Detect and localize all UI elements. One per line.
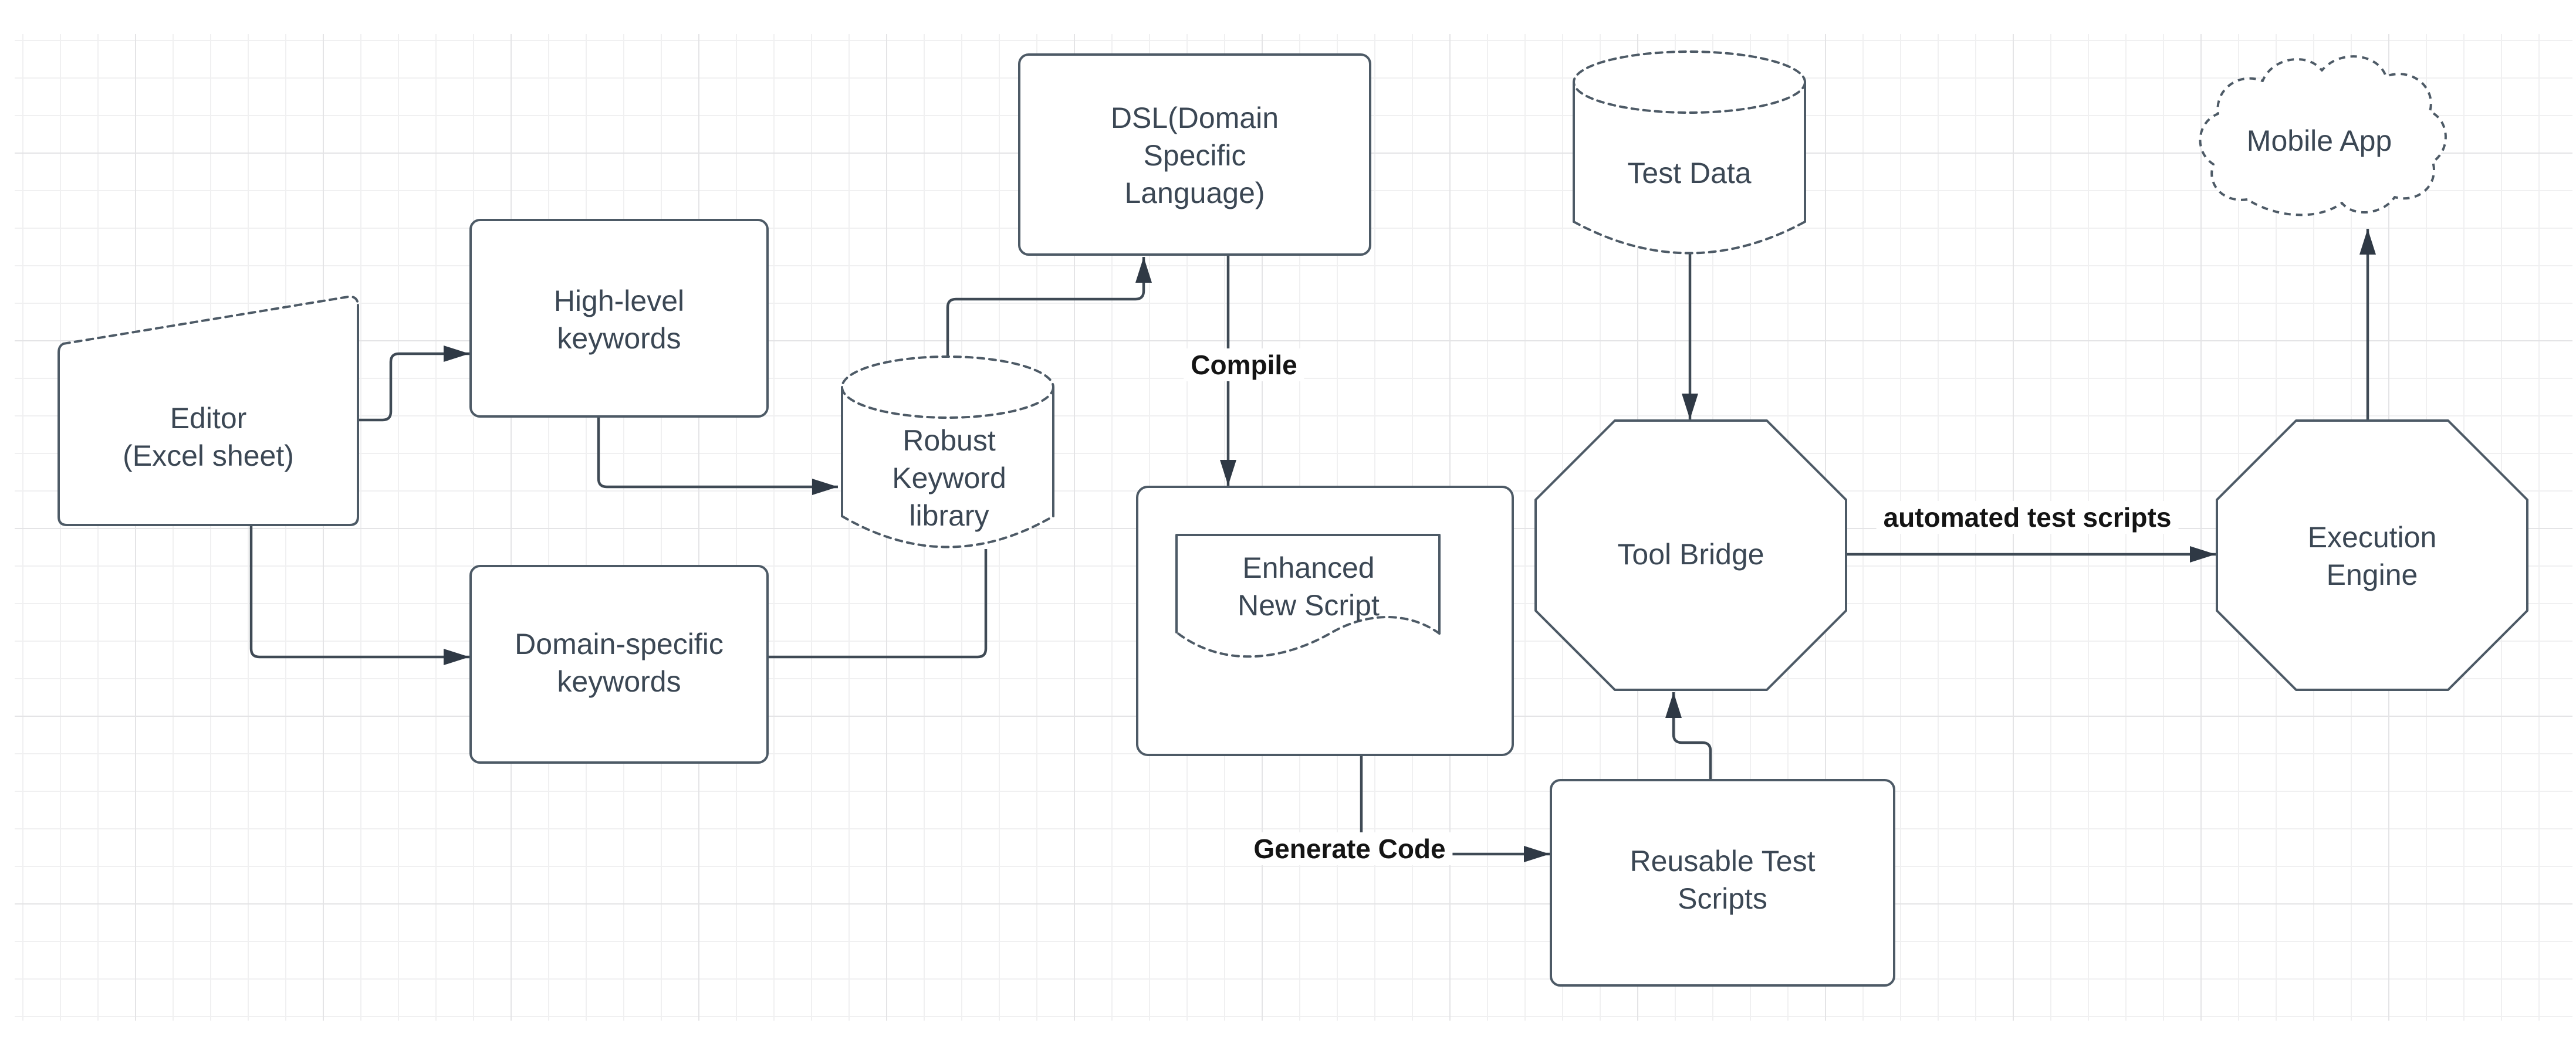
node-enhanced-new-script-label: Enhanced New Script [1238, 551, 1380, 622]
edge-reusable-to-tool-bridge[interactable] [1665, 692, 1712, 780]
edge-domain-specific-to-library[interactable] [768, 549, 988, 659]
edge-label-automated-test-scripts: automated test scripts [1876, 501, 2179, 534]
node-editor-shape[interactable] [58, 295, 359, 526]
node-mobile-app-label: Mobile App [2246, 124, 2392, 157]
node-high-level-keywords-shape[interactable] [469, 219, 769, 418]
node-domain-specific-keywords-shape[interactable] [469, 565, 769, 764]
node-dsl-shape[interactable] [1018, 53, 1371, 256]
node-high-level-keywords-label: High-level keywords [553, 284, 685, 355]
node-reusable-test-scripts-shape[interactable] [1550, 779, 1895, 987]
node-test-data-shape[interactable] [1573, 50, 1806, 255]
node-robust-keyword-library-label: Robust Keyword library [892, 424, 1006, 532]
node-editor-label: Editor (Excel sheet) [123, 402, 294, 472]
edge-label-compile: Compile [1184, 348, 1304, 381]
node-execution-engine-shape[interactable] [2216, 419, 2528, 691]
edge-high-level-to-library[interactable] [597, 416, 838, 495]
node-domain-specific-keywords-label: Domain-specific keywords [515, 628, 724, 698]
node-tool-bridge-shape[interactable] [1534, 419, 1847, 691]
node-reusable-test-scripts-label: Reusable Test Scripts [1630, 845, 1816, 915]
node-enhanced-new-script-document-shape[interactable] [1175, 534, 1441, 658]
node-execution-engine-label: Execution Engine [2307, 520, 2437, 591]
edge-editor-to-high-level[interactable] [358, 345, 469, 422]
node-tool-bridge-label: Tool Bridge [1617, 538, 1764, 571]
node-robust-keyword-library-shape[interactable] [841, 355, 1054, 548]
node-mobile-app-shape[interactable] [2199, 55, 2447, 216]
edge-editor-to-domain-specific[interactable] [249, 525, 469, 665]
edge-library-to-dsl[interactable] [946, 257, 1152, 357]
node-test-data-label: Test Data [1627, 157, 1752, 189]
node-dsl-label: DSL(Domain Specific Language) [1110, 101, 1279, 209]
edge-label-generate-code: Generate Code [1246, 832, 1453, 865]
